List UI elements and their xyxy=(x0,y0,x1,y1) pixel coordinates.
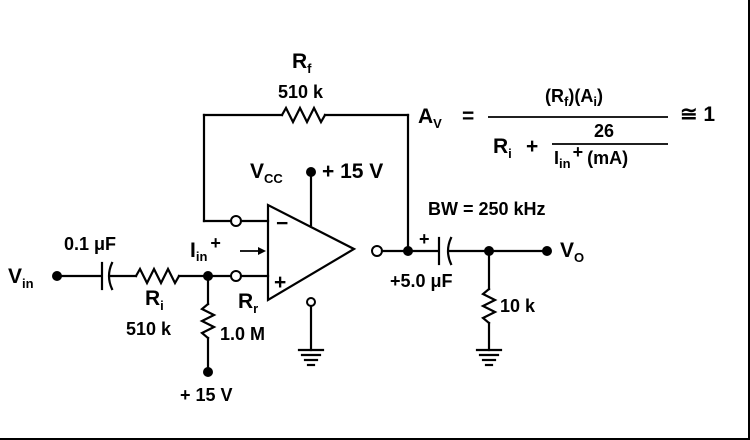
gain-equation: AV = (Rf)(Ai) Ri + 26 Iin+(mA) ≅ 1 xyxy=(418,86,715,171)
rf-value: 510 k xyxy=(278,82,324,102)
opamp-minus-sign: − xyxy=(276,212,288,235)
resistor-ri xyxy=(134,266,181,286)
vo-terminal xyxy=(542,246,552,256)
resistor-rr xyxy=(199,302,217,340)
eq-numerator: (Rf)(Ai) xyxy=(545,86,603,109)
r-load-value: 10 k xyxy=(500,296,536,316)
rr-value: 1.0 M xyxy=(220,324,265,344)
bandwidth-label: BW = 250 kHz xyxy=(428,199,546,219)
c-in-value: 0.1 μF xyxy=(64,234,116,254)
noninv-input-terminal xyxy=(230,270,242,282)
opamp-plus-sign: + xyxy=(274,271,286,294)
eq-approx: ≅ 1 xyxy=(680,103,715,126)
gnd-pin-terminal xyxy=(306,297,316,307)
eq-equals: = xyxy=(462,105,474,128)
eq-den-plus: + xyxy=(526,135,538,158)
c-out-polarity: + xyxy=(419,229,430,249)
ground-symbol-opamp xyxy=(297,348,325,367)
c-out-value: +5.0 μF xyxy=(390,271,453,291)
vin-label: Vin xyxy=(8,265,34,291)
eq-lhs: AV xyxy=(418,105,442,131)
c-in-plate-2 xyxy=(107,261,114,291)
bias-supply-value: + 15 V xyxy=(180,385,233,405)
ri-label: Ri xyxy=(145,287,164,313)
eq-den-r: Ri xyxy=(493,135,512,161)
resistor-rf xyxy=(280,105,327,125)
rr-label: Rr xyxy=(238,290,258,316)
eq-frac-denominator: Iin+(mA) xyxy=(554,142,628,171)
vcc-value: + 15 V xyxy=(322,160,383,183)
vcc-terminal xyxy=(306,167,316,177)
rf-label: Rf xyxy=(292,50,312,76)
ground-symbol-load xyxy=(475,348,503,367)
eq-frac-numerator: 26 xyxy=(594,121,614,141)
resistor-load xyxy=(480,287,498,325)
ri-value: 510 k xyxy=(126,319,172,339)
inv-input-terminal xyxy=(230,215,242,227)
vin-terminal xyxy=(52,271,62,281)
opamp-triangle xyxy=(266,203,357,302)
iin-label: Iin+ xyxy=(190,233,221,264)
vo-label: VO xyxy=(560,239,584,265)
c-out-plate-2 xyxy=(446,236,453,266)
bias-terminal xyxy=(203,367,213,377)
iin-arrow-head xyxy=(258,247,266,255)
vcc-label: VCC xyxy=(250,160,283,186)
opamp-output-terminal xyxy=(371,245,383,257)
